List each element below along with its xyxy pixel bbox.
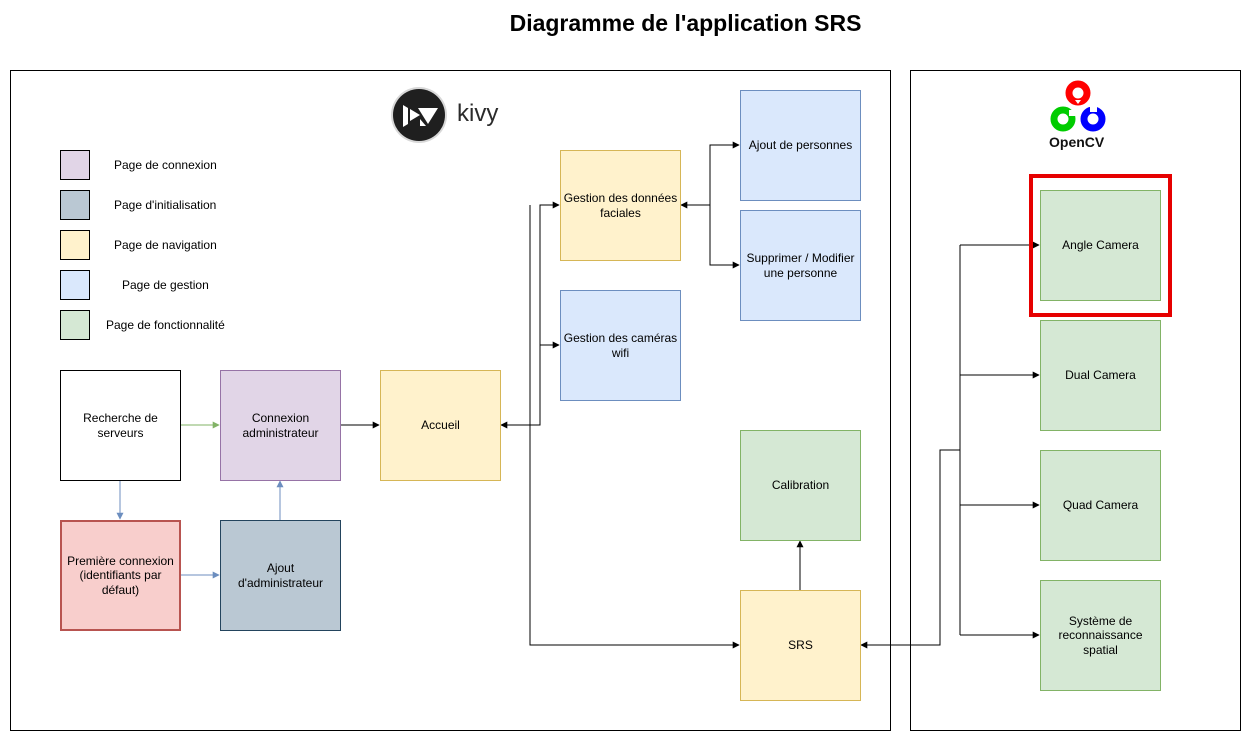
legend-swatch-initialisation	[60, 190, 90, 220]
node-srs-label: SRS	[788, 638, 813, 653]
edge-faciales-supprimer	[709, 205, 740, 269]
node-calibration-label: Calibration	[771, 478, 830, 493]
edge-srs-opencv	[860, 449, 960, 649]
node-calibration: Calibration	[740, 430, 861, 541]
legend-swatch-fonctionnalite	[60, 310, 90, 340]
node-premiere-label: Première connexion (identifiants par déf…	[67, 553, 174, 597]
node-quad-camera: Quad Camera	[1040, 450, 1161, 561]
node-quad-label: Quad Camera	[1062, 498, 1139, 513]
edge-accueil-faciales	[500, 201, 560, 429]
legend-label-connexion: Page de connexion	[114, 158, 217, 172]
edge-accueil-cameras	[539, 341, 560, 425]
node-supprimer-personne: Supprimer / Modifier une personne	[740, 210, 861, 321]
node-recherche-label: Recherche de serveurs	[83, 411, 158, 440]
diagram-title: Diagramme de l'application SRS	[509, 10, 862, 36]
opencv-frame	[910, 70, 1241, 731]
edge-faciales-ajout	[680, 141, 740, 209]
node-angle-label: Angle Camera	[1062, 238, 1139, 253]
opencv-logo-icon	[1050, 80, 1106, 132]
node-spatial: Système de reconnaissance spatial	[1040, 580, 1161, 691]
node-angle-camera: Angle Camera	[1040, 190, 1161, 301]
node-gestion-cameras-label: Gestion des caméras wifi	[563, 331, 678, 360]
node-ajout-admin: Ajout d'administrateur	[220, 520, 341, 631]
kivy-logo-icon	[391, 87, 447, 143]
legend-swatch-connexion	[60, 150, 90, 180]
legend-label-gestion: Page de gestion	[122, 278, 209, 292]
node-supprimer-label: Supprimer / Modifier une personne	[746, 251, 855, 280]
kivy-logo: kivy	[390, 86, 510, 146]
node-ajout-personnes-label: Ajout de personnes	[748, 138, 853, 152]
selection-highlight	[1029, 174, 1172, 317]
opencv-logo: OpenCV	[1045, 80, 1115, 152]
kivy-label: kivy	[457, 100, 499, 127]
node-ajout-personnes: Ajout de personnes	[740, 90, 861, 201]
node-dual-camera: Dual Camera	[1040, 320, 1161, 431]
node-premiere-connexion: Première connexion (identifiants par déf…	[60, 520, 181, 631]
legend-swatch-navigation	[60, 230, 90, 260]
node-gestion-faciales: Gestion des données faciales	[560, 150, 681, 261]
edge-accueil-srs	[529, 205, 740, 649]
legend-label-fonctionnalite: Page de fonctionnalité	[106, 318, 225, 332]
node-accueil: Accueil	[380, 370, 501, 481]
node-srs: SRS	[740, 590, 861, 701]
node-connexion-admin: Connexion administrateur	[220, 370, 341, 481]
node-spatial-label: Système de reconnaissance spatial	[1058, 613, 1143, 657]
node-dual-label: Dual Camera	[1065, 368, 1136, 383]
node-recherche-serveurs: Recherche de serveurs	[60, 370, 181, 481]
node-ajout-admin-label: Ajout d'administrateur	[238, 561, 323, 590]
node-connexion-label: Connexion administrateur	[242, 411, 319, 440]
kivy-frame	[10, 70, 891, 731]
legend-label-navigation: Page de navigation	[114, 238, 217, 252]
node-gestion-cameras: Gestion des caméras wifi	[560, 290, 681, 401]
legend-swatch-gestion	[60, 270, 90, 300]
node-gestion-faciales-label: Gestion des données faciales	[563, 191, 678, 220]
opencv-label: OpenCV	[1049, 134, 1105, 150]
legend-label-initialisation: Page d'initialisation	[114, 198, 217, 212]
node-accueil-label: Accueil	[421, 418, 460, 433]
